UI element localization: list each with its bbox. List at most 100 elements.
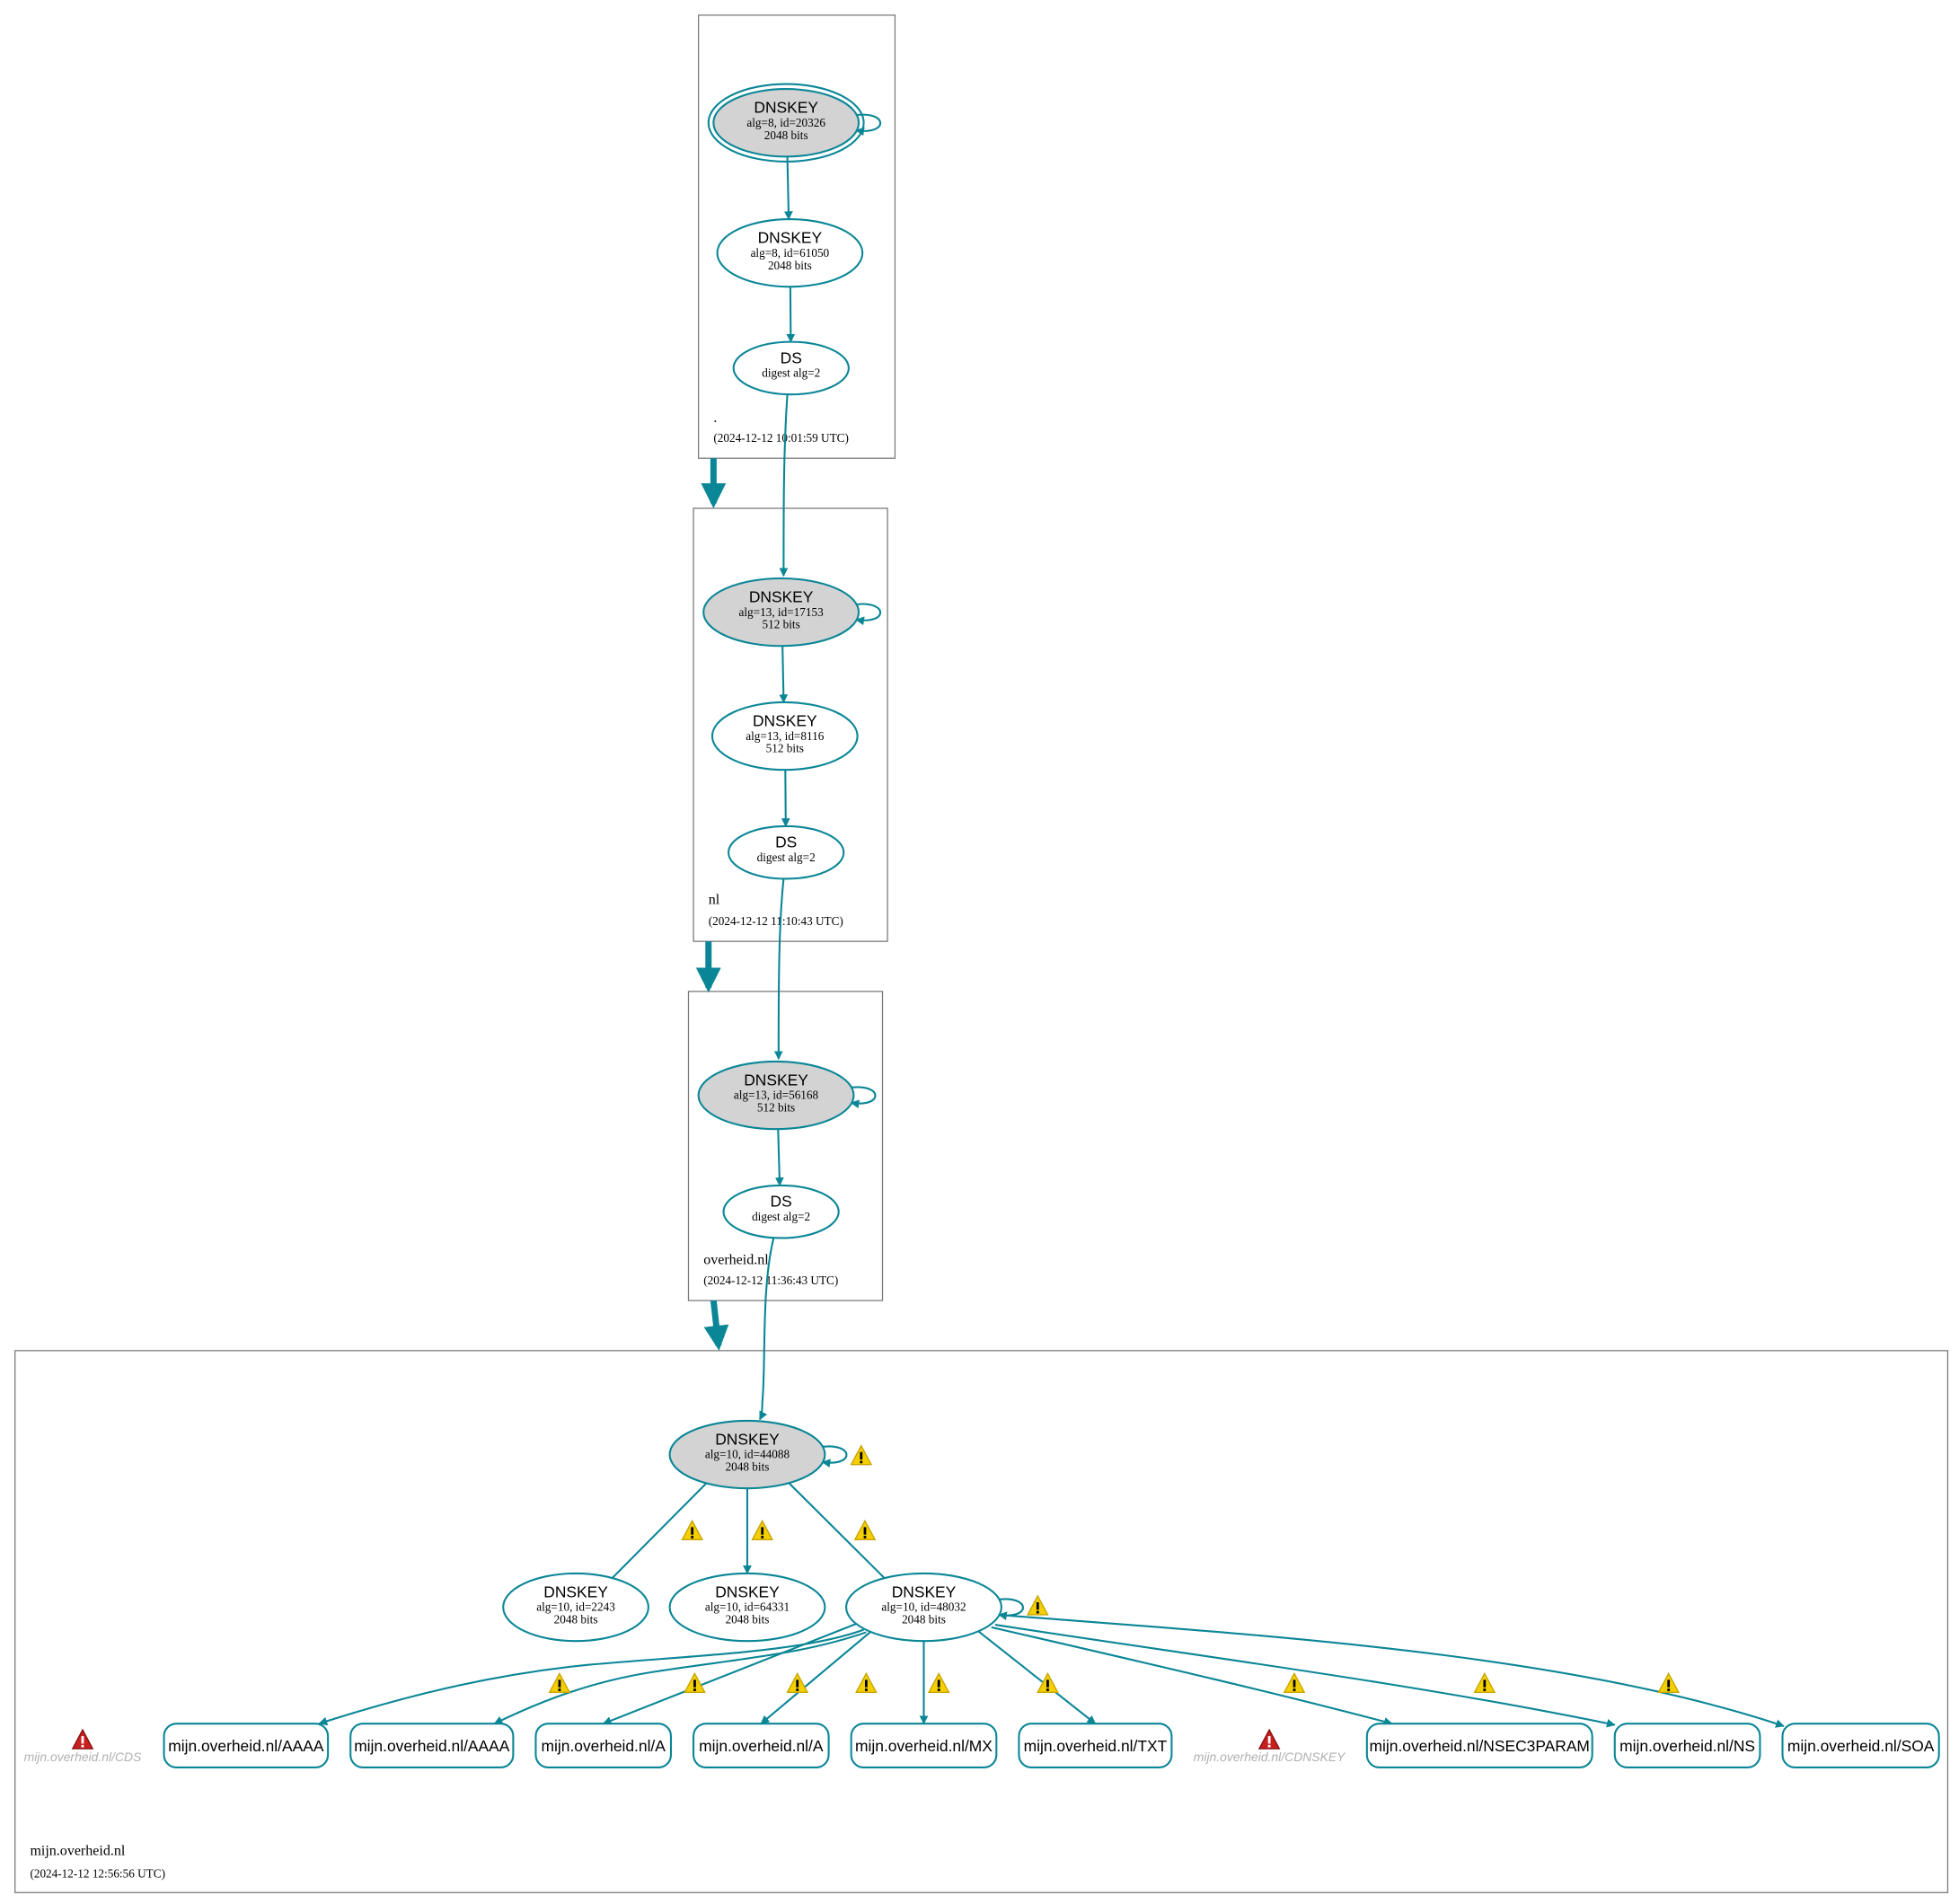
warning-icon — [1657, 1671, 1680, 1694]
rrset-node-nsec3param[interactable]: mijn.overheid.nl/NSEC3PARAM — [1365, 1723, 1593, 1768]
zone-name: mijn.overheid.nl — [30, 1843, 125, 1858]
rrset-label: mijn.overheid.nl/A — [699, 1737, 824, 1755]
rrset-label: mijn.overheid.nl/A — [542, 1737, 666, 1755]
node-bits: 512 bits — [766, 742, 804, 755]
node-type: DS — [771, 1193, 792, 1211]
warning-icon — [1026, 1594, 1049, 1616]
zone-name: nl — [709, 892, 720, 907]
node-type: DS — [781, 348, 802, 366]
node-detail: alg=13, id=17153 — [739, 605, 825, 619]
error-rrset-cds[interactable]: mijn.overheid.nl/CDS — [24, 1750, 142, 1764]
delegation-arrow — [703, 1300, 729, 1351]
warning-icon — [853, 1519, 877, 1540]
rrset-node-a2[interactable]: mijn.overheid.nl/A — [693, 1723, 830, 1768]
node-bits: 2048 bits — [764, 128, 808, 142]
node-type: DNSKEY — [758, 229, 823, 247]
node-type: DNSKEY — [749, 587, 814, 605]
rrset-node-ns[interactable]: mijn.overheid.nl/NS — [1613, 1723, 1761, 1768]
node-shape — [722, 1184, 840, 1239]
node-detail: alg=13, id=8116 — [746, 729, 825, 743]
node-type: DNSKEY — [754, 99, 818, 117]
zone-timestamp: (2024-12-12 10:01:59 UTC) — [713, 431, 849, 445]
rrset-box — [1018, 1723, 1173, 1768]
warning-icon — [786, 1671, 809, 1694]
rrset-box — [349, 1723, 515, 1768]
warning-icon — [548, 1671, 571, 1694]
node-detail: alg=10, id=44088 — [705, 1448, 790, 1461]
rrset-node-txt[interactable]: mijn.overheid.nl/TXT — [1018, 1723, 1173, 1768]
node-type: DNSKEY — [744, 1071, 808, 1089]
warning-icon — [751, 1519, 774, 1540]
error-rrset-cdnskey[interactable]: mijn.overheid.nl/CDNSKEY — [1194, 1750, 1346, 1764]
node-bits: 512 bits — [762, 618, 799, 631]
node-type: DNSKEY — [753, 711, 817, 729]
edge-r3-n1 — [779, 394, 789, 577]
warning-icon — [1283, 1671, 1306, 1694]
node-shape — [502, 1572, 649, 1643]
zone-box — [687, 991, 884, 1301]
edge-m4-txt — [971, 1625, 1097, 1724]
edge-m4-aaaa2 — [493, 1631, 867, 1725]
rrset-box — [1781, 1723, 1940, 1768]
node-detail: digest alg=2 — [757, 851, 816, 864]
rrset-label: mijn.overheid.nl/SOA — [1787, 1737, 1935, 1755]
edge-n1-n1 — [853, 603, 881, 626]
rrset-label: mijn.overheid.nl/NSEC3PARAM — [1370, 1737, 1590, 1755]
edge-m4-a2 — [760, 1626, 878, 1724]
edge-r1-r1 — [853, 113, 881, 137]
rrset-box — [693, 1723, 830, 1768]
rrset-node-mx[interactable]: mijn.overheid.nl/MX — [850, 1723, 998, 1768]
rrset-label: mijn.overheid.nl/AAAA — [168, 1737, 324, 1755]
node-detail: digest alg=2 — [762, 366, 820, 380]
edge-o2-m1 — [758, 1238, 775, 1421]
node-detail: alg=10, id=64331 — [705, 1600, 790, 1614]
node-detail: alg=13, id=56168 — [734, 1089, 819, 1102]
rrset-box — [850, 1723, 998, 1768]
node-detail: alg=10, id=2243 — [536, 1600, 615, 1614]
node-shape — [732, 340, 850, 396]
node-bits: 2048 bits — [768, 259, 812, 272]
edge-m4-soa — [997, 1613, 1785, 1728]
node-detail: alg=10, id=48032 — [881, 1600, 966, 1614]
error-icon — [71, 1728, 94, 1750]
rrset-node-a1[interactable]: mijn.overheid.nl/A — [534, 1723, 673, 1768]
warning-icon — [927, 1671, 950, 1694]
rrset-label: mijn.overheid.nl/MX — [855, 1737, 993, 1755]
warning-icon — [855, 1671, 878, 1694]
edge-m4-a1 — [602, 1618, 869, 1725]
node-shape — [845, 1572, 1002, 1643]
rrset-box — [163, 1723, 330, 1768]
node-type: DNSKEY — [892, 1582, 957, 1600]
zone-name: . — [713, 410, 717, 426]
node-shape — [702, 577, 860, 648]
edge-n3-o1 — [773, 878, 785, 1061]
edge-r1-r2 — [784, 156, 793, 221]
rrset-node-aaaa1[interactable]: mijn.overheid.nl/AAAA — [163, 1723, 330, 1768]
node-shape — [728, 824, 845, 880]
node-detail: digest alg=2 — [752, 1210, 810, 1223]
node-type: DNSKEY — [543, 1582, 608, 1600]
rrset-node-soa[interactable]: mijn.overheid.nl/SOA — [1781, 1723, 1940, 1768]
edge-n1-n2 — [779, 646, 789, 703]
edge-m1-m1 — [819, 1445, 848, 1468]
edge-o1-o2 — [774, 1129, 784, 1186]
node-detail: alg=8, id=61050 — [751, 246, 830, 260]
trust-anchor-ring — [707, 83, 865, 163]
node-type: DNSKEY — [715, 1582, 780, 1600]
zone-timestamp: (2024-12-12 12:56:56 UTC) — [30, 1867, 165, 1881]
rrset-node-aaaa2[interactable]: mijn.overheid.nl/AAAA — [349, 1723, 515, 1768]
zone-timestamp: (2024-12-12 11:36:43 UTC) — [703, 1274, 838, 1287]
